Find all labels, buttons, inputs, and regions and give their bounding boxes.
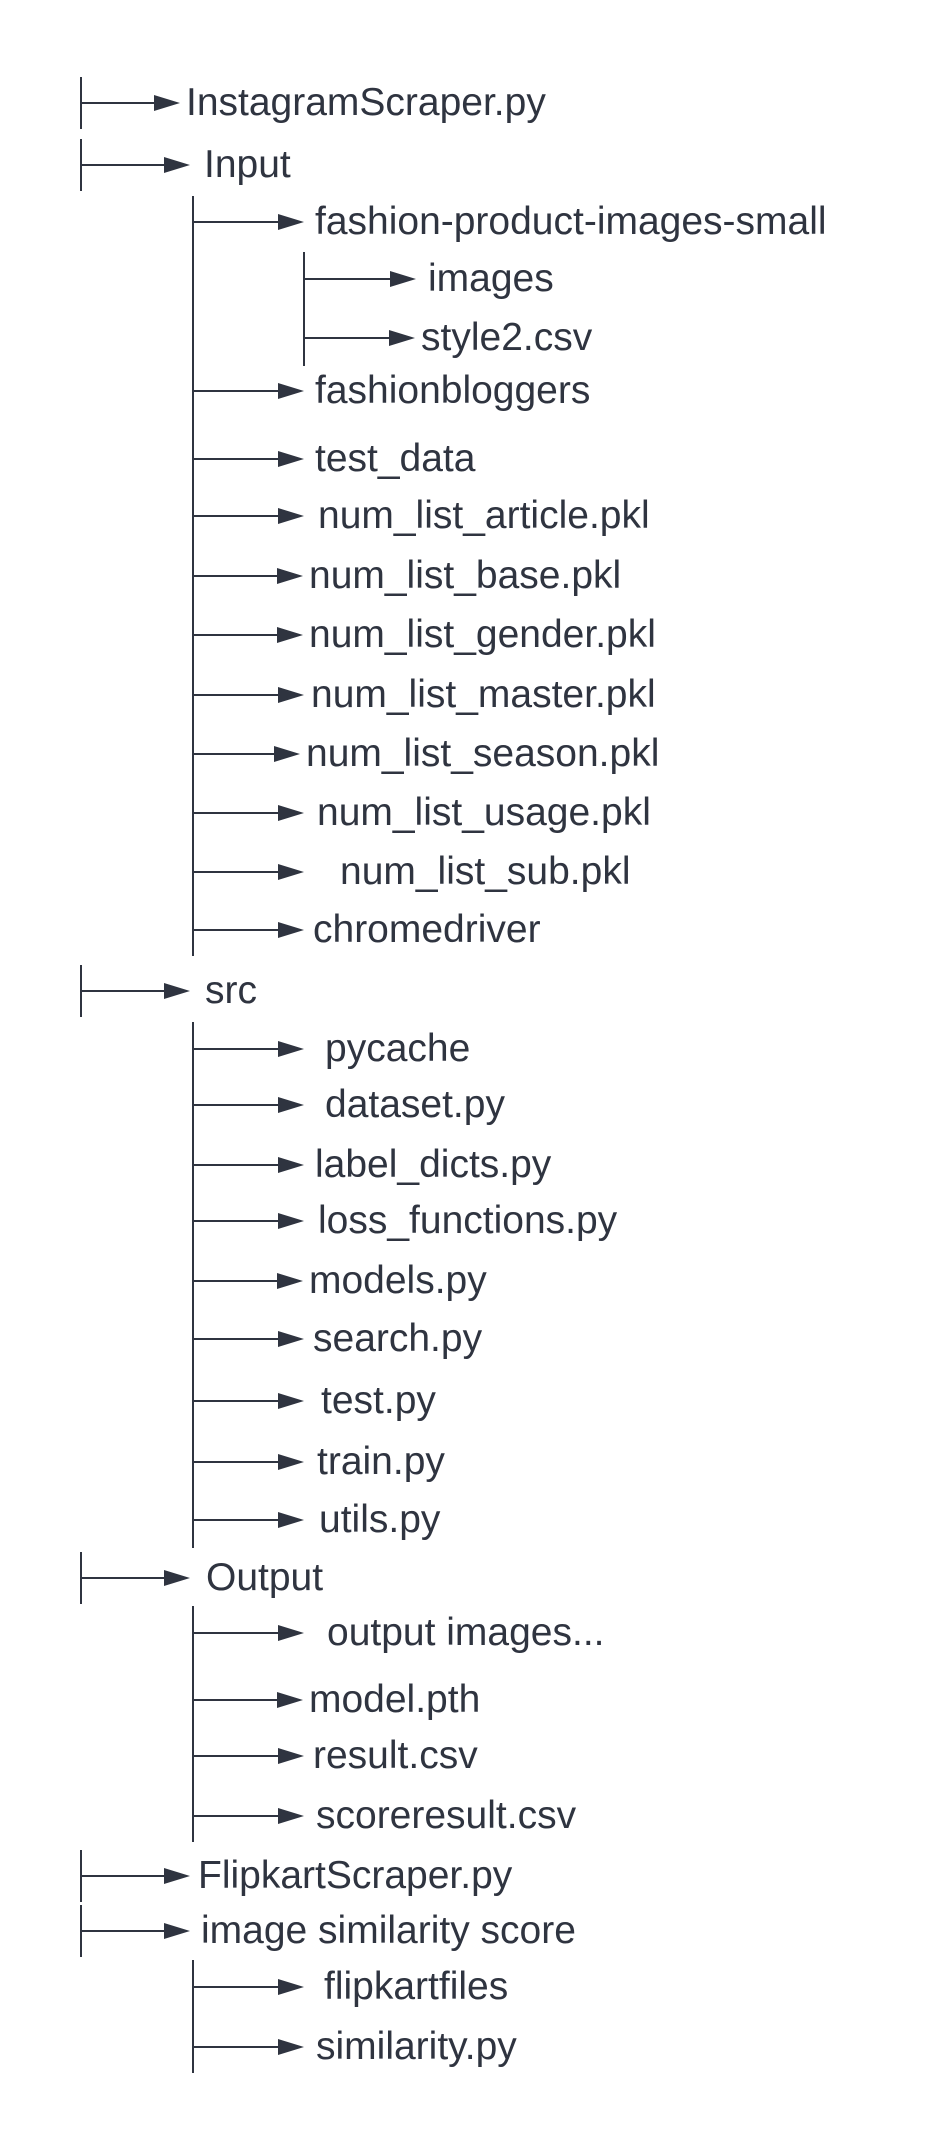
arrowhead-icon [278,1454,304,1470]
arrowhead-icon [164,1868,190,1884]
arrowhead-icon [278,687,304,703]
arrowhead-icon [278,1041,304,1057]
arrowhead-icon [274,746,300,762]
arrowhead-icon [277,1692,303,1708]
arrowhead-icon [278,1979,304,1995]
arrowhead-icon [278,214,304,230]
arrowhead-icon [278,864,304,880]
tree-node-label: src [205,969,257,1012]
tree-node-label: style2.csv [421,316,593,359]
tree-node-label: num_list_article.pkl [318,494,650,537]
arrowhead-icon [164,157,190,173]
arrowhead-icon [389,330,415,346]
tree-node-label: images [428,257,554,300]
arrowhead-icon [278,2039,304,2055]
tree-node-label: loss_functions.py [318,1199,618,1242]
tree-node-label: similarity.py [316,2025,517,2068]
arrowhead-icon [278,1331,304,1347]
arrowhead-icon [278,451,304,467]
tree-node-label: FlipkartScraper.py [198,1854,513,1897]
tree-node-label: num_list_sub.pkl [340,850,631,893]
tree-node-label: Output [206,1556,324,1599]
tree-node-label: flipkartfiles [324,1965,509,2008]
tree-node-label: pycache [325,1027,471,1070]
tree-node-label: output images... [327,1611,605,1654]
tree-node-label: utils.py [319,1498,441,1541]
tree-node-label: dataset.py [325,1083,505,1126]
arrowhead-icon [278,1157,304,1173]
arrowhead-icon [278,1097,304,1113]
arrowhead-icon [278,383,304,399]
arrowhead-icon [164,983,190,999]
arrowhead-icon [278,1748,304,1764]
arrowhead-icon [278,1808,304,1824]
arrowhead-icon [277,568,303,584]
tree-node-label: label_dicts.py [315,1143,552,1186]
tree-node-label: num_list_season.pkl [306,732,660,775]
tree-node-label: model.pth [309,1678,481,1721]
tree-node-label: test.py [321,1379,436,1422]
tree-node-label: chromedriver [313,908,541,951]
arrowhead-icon [278,508,304,524]
tree-node-label: num_list_usage.pkl [317,791,651,834]
arrowhead-icon [164,1923,190,1939]
arrowhead-icon [278,805,304,821]
arrowhead-icon [277,627,303,643]
tree-node-label: train.py [317,1440,445,1483]
arrowhead-icon [154,95,180,111]
tree-node-label: models.py [309,1259,487,1302]
tree-node-label: fashionbloggers [315,369,591,412]
tree-node-label: InstagramScraper.py [186,81,546,124]
tree-node-label: image similarity score [201,1909,576,1952]
tree-node-label: search.py [313,1317,483,1360]
tree-node-label: test_data [315,437,476,480]
arrowhead-icon [277,1273,303,1289]
arrowhead-icon [390,271,416,287]
tree-node-label: result.csv [313,1734,478,1777]
arrowhead-icon [278,1393,304,1409]
arrowhead-icon [164,1570,190,1586]
tree-node-label: Input [204,143,291,186]
arrowhead-icon [278,1512,304,1528]
arrowhead-icon [278,1213,304,1229]
tree-node-label: scoreresult.csv [316,1794,577,1837]
arrowhead-icon [278,922,304,938]
tree-node-label: fashion-product-images-small [315,200,827,243]
tree-node-label: num_list_gender.pkl [309,613,656,656]
tree-node-label: num_list_base.pkl [309,554,622,597]
tree-node-label: num_list_master.pkl [311,673,656,716]
arrowhead-icon [278,1625,304,1641]
